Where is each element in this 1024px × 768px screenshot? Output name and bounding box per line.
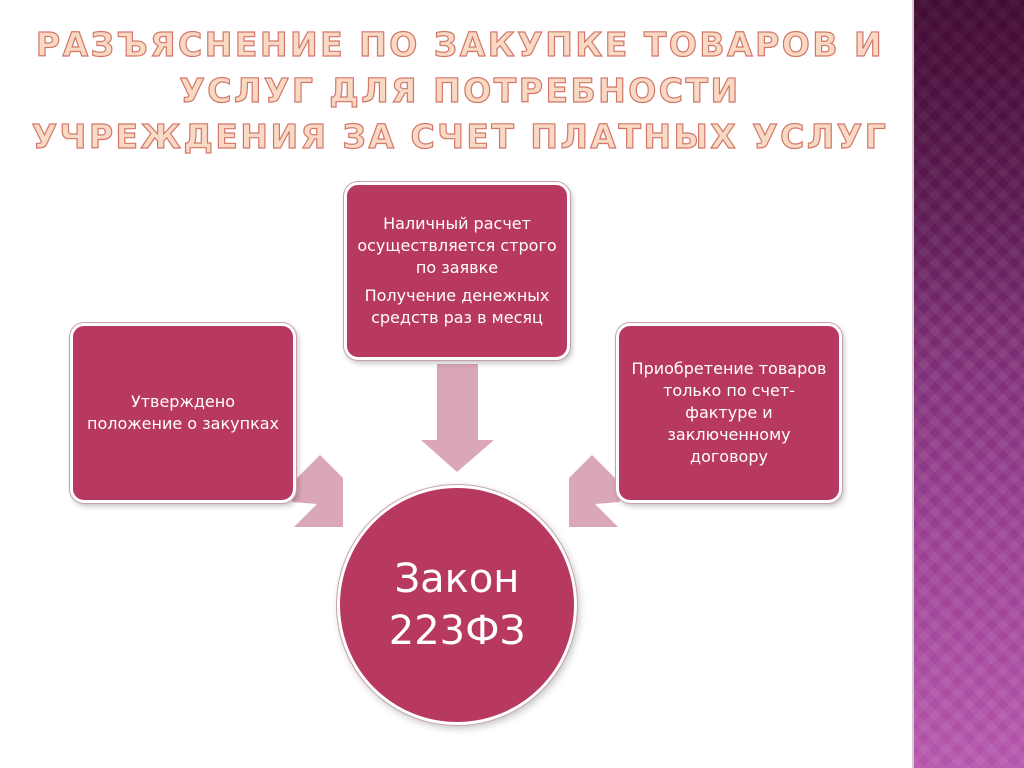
node-left-text: Утверждено положение о закупках <box>86 392 280 433</box>
arrow-left-to-center-icon <box>292 455 343 527</box>
arrow-down-icon <box>421 364 494 472</box>
node-right-text: Приобретение товаров только по счет-факт… <box>631 359 827 466</box>
decorative-side-panel <box>912 0 1024 768</box>
node-top-line-2: Получение денежных средств раз в месяц <box>364 286 550 327</box>
center-node-label: Закон 223ФЗ <box>388 556 526 654</box>
node-cash-payment: Наличный расчет осуществляется строго по… <box>344 182 570 360</box>
node-invoice-contract: Приобретение товаров только по счет-факт… <box>616 323 842 503</box>
node-procurement-regulation: Утверждено положение о закупках <box>70 323 296 503</box>
slide-title: Разъяснение по закупке товаров и услуг д… <box>31 24 889 156</box>
arrow-right-to-center-icon <box>569 455 620 527</box>
center-node-law: Закон 223ФЗ <box>337 485 577 725</box>
node-top-line-1: Наличный расчет осуществляется строго по… <box>357 214 557 277</box>
